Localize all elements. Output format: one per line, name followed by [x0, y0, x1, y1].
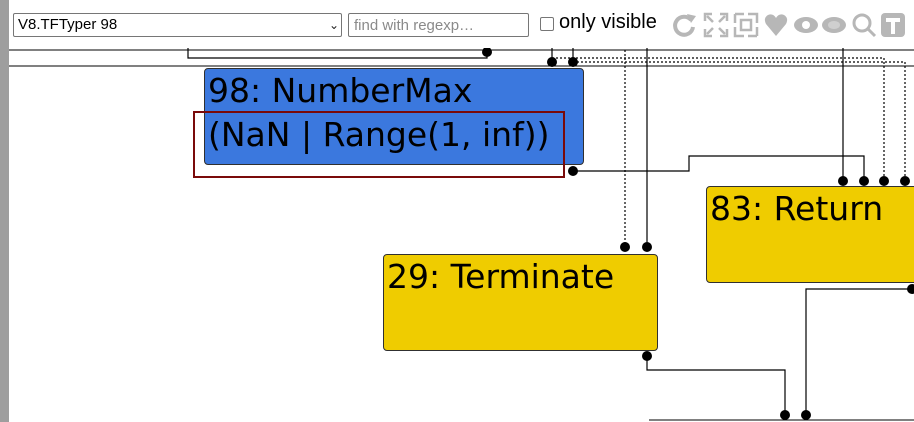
toggle-types-icon[interactable] — [763, 12, 789, 38]
search-input[interactable] — [348, 13, 529, 37]
graph-node-29[interactable]: 29: Terminate — [383, 254, 658, 351]
graph-node-98[interactable]: 98: NumberMax (NaN | Range(1, inf)) — [204, 68, 584, 165]
only-visible-checkbox[interactable] — [540, 17, 554, 31]
zoom-selection-icon[interactable] — [851, 12, 877, 38]
node-type: (NaN | Range(1, inf)) — [208, 115, 550, 154]
only-visible-label: only visible — [559, 11, 657, 33]
show-all-icon[interactable] — [793, 12, 819, 38]
layout-fit-icon[interactable] — [733, 12, 759, 38]
toggle-text-icon[interactable] — [880, 12, 906, 38]
graph-canvas[interactable]: 98: NumberMax (NaN | Range(1, inf)) 29: … — [9, 48, 914, 422]
relayout-icon[interactable] — [672, 12, 698, 38]
node-title: 83: Return — [710, 189, 884, 228]
node-title: 29: Terminate — [387, 257, 615, 296]
graph-toolbar: V8.TFTyper 98 ⌄ only visible — [9, 0, 914, 48]
hide-unselected-icon[interactable] — [821, 12, 847, 38]
phase-select[interactable]: V8.TFTyper 98 ⌄ — [13, 13, 342, 37]
node-title: 98: NumberMax — [208, 71, 473, 110]
left-panel-resizer[interactable] — [0, 0, 9, 422]
layout-expand-icon[interactable] — [703, 12, 729, 38]
phase-select-value: V8.TFTyper 98 — [18, 16, 118, 33]
graph-edges — [9, 48, 914, 421]
graph-node-83[interactable]: 83: Return — [706, 186, 914, 283]
chevron-down-icon: ⌄ — [328, 18, 339, 32]
